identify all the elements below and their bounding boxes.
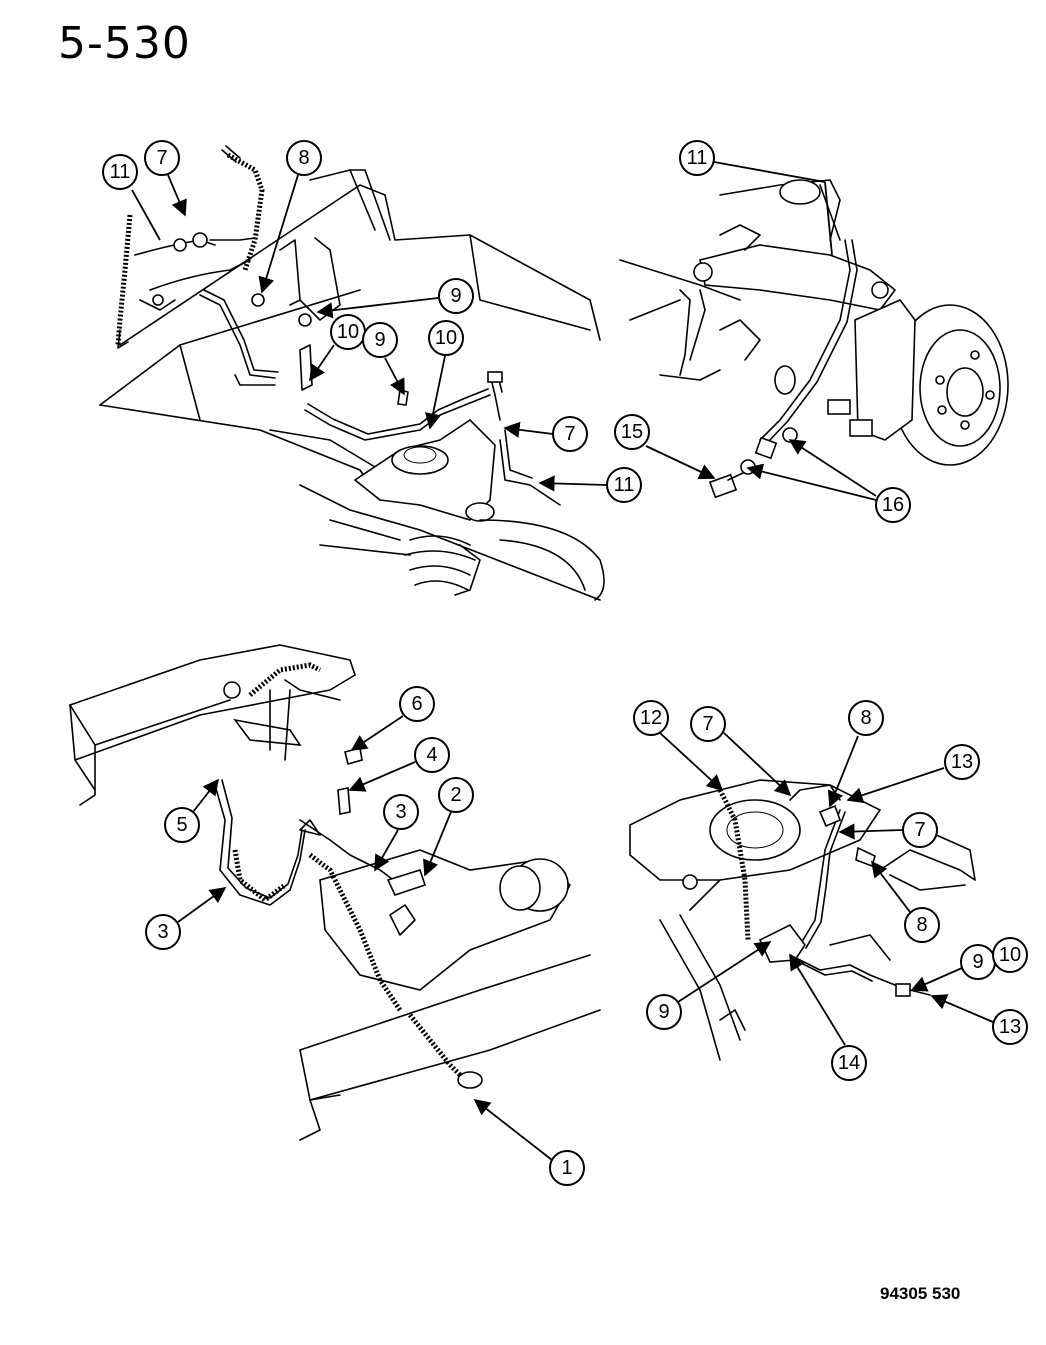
callout-4-fitting: 4 — [414, 737, 450, 773]
svg-text:9: 9 — [450, 285, 461, 307]
callout-3-brake-line-left: 3 — [145, 914, 181, 950]
svg-text:13: 13 — [951, 751, 973, 773]
svg-text:7: 7 — [564, 423, 575, 445]
callout-7-fitting-right: 7 — [902, 812, 938, 848]
svg-text:5: 5 — [176, 814, 187, 836]
callout-13-line-bottom: 13 — [992, 1009, 1028, 1045]
svg-text:8: 8 — [860, 707, 871, 729]
callout-7-fitting-top: 7 — [690, 706, 726, 742]
svg-text:10: 10 — [999, 944, 1021, 966]
svg-text:4: 4 — [426, 744, 437, 766]
callout-8-bolt-right: 8 — [904, 907, 940, 943]
callout-9-clip-upper: 9 — [438, 278, 474, 314]
svg-text:6: 6 — [411, 693, 422, 715]
callout-6-clip: 6 — [399, 686, 435, 722]
view-rear-spring — [629, 779, 976, 1061]
svg-text:7: 7 — [702, 713, 713, 735]
callout-9-clip-right: 9 — [960, 944, 996, 980]
callout-11-upper-hose-left: 11 — [102, 154, 138, 190]
callout-5-hose: 5 — [164, 807, 200, 843]
view-rear-axle — [69, 644, 601, 1141]
svg-text:11: 11 — [614, 474, 635, 496]
svg-text:9: 9 — [374, 329, 385, 351]
svg-text:15: 15 — [621, 421, 643, 443]
callout-10-bracket-left: 10 — [330, 314, 366, 350]
page-number: 5-530 — [58, 18, 191, 69]
svg-text:8: 8 — [298, 147, 309, 169]
callout-1-hose-end: 1 — [549, 1150, 585, 1186]
callout-9-clip-center: 9 — [362, 322, 398, 358]
callout-12-hose: 12 — [633, 700, 669, 736]
svg-text:16: 16 — [882, 494, 904, 516]
callout-2-junction: 2 — [438, 777, 474, 813]
svg-text:11: 11 — [687, 147, 708, 169]
callout-15-bolt: 15 — [614, 414, 650, 450]
figure-code: 94305 530 — [880, 1284, 961, 1303]
callout-13-line-top: 13 — [944, 744, 980, 780]
svg-text:1: 1 — [561, 1157, 572, 1179]
svg-text:13: 13 — [999, 1016, 1021, 1038]
svg-text:9: 9 — [658, 1001, 669, 1023]
svg-text:8: 8 — [916, 914, 927, 936]
callout-7-fitting-right: 7 — [552, 416, 588, 452]
svg-text:10: 10 — [337, 321, 359, 343]
callout-8-bolt-top: 8 — [848, 700, 884, 736]
svg-text:9: 9 — [972, 951, 983, 973]
svg-text:10: 10 — [435, 327, 457, 349]
callout-9-clip-bottom: 9 — [646, 994, 682, 1030]
callout-7-fitting-left: 7 — [144, 140, 180, 176]
callout-14-valve: 14 — [831, 1045, 867, 1081]
svg-text:2: 2 — [450, 784, 461, 806]
svg-text:7: 7 — [914, 819, 925, 841]
view-front-frame — [99, 145, 605, 601]
view-front-rotor — [619, 179, 1009, 499]
callout-3-brake-line-right: 3 — [383, 794, 419, 830]
svg-text:7: 7 — [156, 147, 167, 169]
callout-10-bracket-center: 10 — [428, 320, 464, 356]
callout-11-hose-right: 11 — [606, 467, 642, 503]
svg-text:3: 3 — [157, 921, 168, 943]
svg-text:12: 12 — [640, 707, 662, 729]
callout-10-bracket-right: 10 — [992, 937, 1028, 973]
callout-16-washers: 16 — [875, 487, 911, 523]
svg-text:3: 3 — [395, 801, 406, 823]
svg-text:11: 11 — [110, 161, 131, 183]
callout-11-rotor-hose: 11 — [679, 140, 715, 176]
callout-8-bolt: 8 — [286, 140, 322, 176]
svg-text:14: 14 — [838, 1052, 860, 1074]
